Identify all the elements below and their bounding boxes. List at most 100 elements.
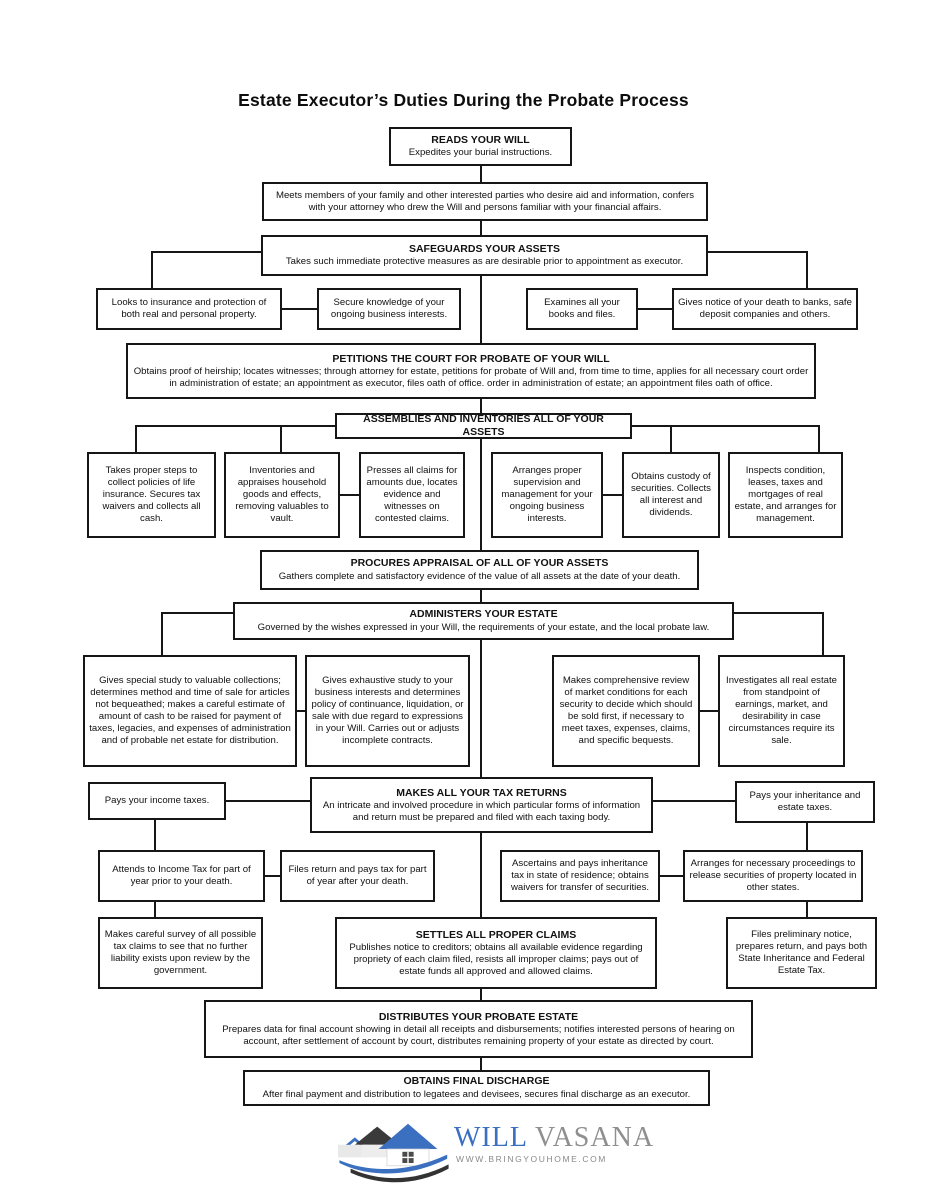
node-death-notice: Gives notice of your death to banks, saf…	[672, 288, 858, 330]
node-body: Arranges proper supervision and manageme…	[501, 465, 593, 524]
connector-line	[154, 820, 156, 850]
node-preliminary-notice: Files preliminary notice, prepares retur…	[726, 917, 877, 989]
connector-line	[480, 399, 482, 413]
node-final-discharge: OBTAINS FINAL DISCHARGE After final paym…	[243, 1070, 710, 1106]
connector-line	[480, 833, 482, 917]
node-body: Gives special study to valuable collecti…	[89, 675, 291, 746]
node-body: Investigates all real estate from standp…	[726, 675, 837, 746]
connector-line	[480, 640, 482, 777]
node-body: Inventories and appraises household good…	[235, 465, 329, 524]
node-body: Expedites your burial instructions.	[408, 147, 553, 159]
node-body: An intricate and involved procedure in w…	[322, 799, 641, 823]
node-body: Obtains proof of heirship; locates witne…	[133, 365, 809, 389]
node-body: Takes such immediate protective measures…	[285, 256, 684, 268]
connector-line	[265, 875, 280, 877]
connector-line	[480, 590, 482, 602]
node-real-estate-inspection: Inspects condition, leases, taxes and mo…	[728, 452, 843, 538]
node-body: Looks to insurance and protection of bot…	[111, 297, 267, 320]
node-safeguards-assets: SAFEGUARDS YOUR ASSETS Takes such immedi…	[261, 235, 708, 276]
connector-line	[480, 1058, 482, 1070]
node-heading: MAKES ALL YOUR TAX RETURNS	[396, 786, 567, 799]
connector-line	[151, 251, 261, 253]
connector-line	[282, 308, 317, 310]
node-body: Gives notice of your death to banks, saf…	[678, 297, 852, 320]
connector-line	[660, 875, 683, 877]
connector-line	[480, 989, 482, 1000]
connector-line	[708, 251, 808, 253]
logo-website: WWW.BRINGYOUHOME.COM	[456, 1154, 607, 1164]
page-title: Estate Executor’s Duties During the Prob…	[238, 90, 689, 110]
connector-line	[480, 221, 482, 235]
node-body: Examines all your books and files.	[544, 297, 620, 320]
node-tax-returns: MAKES ALL YOUR TAX RETURNS An intricate …	[310, 777, 653, 833]
connector-line	[480, 166, 482, 182]
node-real-estate-investigation: Investigates all real estate from standp…	[718, 655, 845, 767]
connector-line	[806, 251, 808, 288]
connector-line	[734, 612, 824, 614]
connector-line	[280, 425, 282, 452]
node-heading: OBTAINS FINAL DISCHARGE	[403, 1075, 550, 1088]
node-body: Files return and pays tax for part of ye…	[288, 864, 427, 887]
connector-line	[822, 612, 824, 655]
node-distributes-estate: DISTRIBUTES YOUR PROBATE ESTATE Prepares…	[204, 1000, 753, 1058]
node-body: Publishes notice to creditors; obtains a…	[349, 941, 643, 977]
node-heading: ADMINISTERS YOUR ESTATE	[409, 608, 558, 621]
node-body: Makes comprehensive review of market con…	[559, 675, 693, 746]
node-body: Inspects condition, leases, taxes and mo…	[734, 465, 837, 524]
node-administers-estate: ADMINISTERS YOUR ESTATE Governed by the …	[233, 602, 734, 640]
node-heading: SAFEGUARDS YOUR ASSETS	[408, 242, 561, 255]
connector-line	[818, 425, 820, 452]
node-body: Gathers complete and satisfactory eviden…	[278, 570, 681, 582]
node-assembles-inventories: ASSEMBLIES AND INVENTORIES ALL OF YOUR A…	[335, 413, 632, 439]
node-body: Pays your income taxes.	[104, 795, 210, 807]
connector-line	[297, 710, 305, 712]
node-securities-custody: Obtains custody of securities. Collects …	[622, 452, 720, 538]
node-release-securities: Arranges for necessary proceedings to re…	[683, 850, 863, 902]
node-procures-appraisal: PROCURES APPRAISAL OF ALL OF YOUR ASSETS…	[260, 550, 699, 590]
node-body: Takes proper steps to collect policies o…	[102, 465, 201, 524]
node-heading: PETITIONS THE COURT FOR PROBATE OF YOUR …	[332, 352, 610, 365]
node-heading: READS YOUR WILL	[431, 133, 530, 146]
node-body: Governed by the wishes expressed in your…	[257, 621, 710, 633]
node-body: Makes careful survey of all possible tax…	[104, 929, 257, 976]
node-body: Gives exhaustive study to your business …	[311, 675, 464, 746]
connector-line	[226, 800, 310, 802]
connector-line	[653, 800, 735, 802]
node-insurance-protection: Looks to insurance and protection of bot…	[96, 288, 282, 330]
node-body: Obtains custody of securities. Collects …	[631, 471, 711, 518]
node-presses-claims: Presses all claims for amounts due, loca…	[359, 452, 465, 538]
node-tax-claims-survey: Makes careful survey of all possible tax…	[98, 917, 263, 989]
node-life-insurance: Takes proper steps to collect policies o…	[87, 452, 216, 538]
node-meets-family: Meets members of your family and other i…	[262, 182, 708, 221]
connector-line	[632, 425, 820, 427]
connector-line	[670, 425, 672, 452]
node-petitions-court: PETITIONS THE COURT FOR PROBATE OF YOUR …	[126, 343, 816, 399]
node-settles-claims: SETTLES ALL PROPER CLAIMS Publishes noti…	[335, 917, 657, 989]
node-body: Secure knowledge of your ongoing busines…	[330, 297, 448, 320]
connector-line	[340, 494, 359, 496]
connector-line	[154, 902, 156, 917]
connector-line	[480, 438, 482, 550]
node-body: Pays your inheritance and estate taxes.	[749, 790, 861, 813]
node-pays-inheritance-taxes: Pays your inheritance and estate taxes.	[735, 781, 875, 823]
node-body: Meets members of your family and other i…	[275, 189, 695, 213]
connector-line	[480, 276, 482, 343]
node-body: Files preliminary notice, prepares retur…	[735, 929, 868, 976]
node-market-review: Makes comprehensive review of market con…	[552, 655, 700, 767]
node-heading: SETTLES ALL PROPER CLAIMS	[415, 928, 577, 941]
node-body: Prepares data for final account showing …	[222, 1023, 735, 1047]
logo-brand-will: WILL	[454, 1122, 528, 1153]
connector-line	[135, 425, 335, 427]
node-business-knowledge: Secure knowledge of your ongoing busines…	[317, 288, 461, 330]
node-heading: PROCURES APPRAISAL OF ALL OF YOUR ASSETS	[350, 557, 609, 570]
connector-line	[161, 612, 163, 655]
node-business-study: Gives exhaustive study to your business …	[305, 655, 470, 767]
connector-line	[638, 308, 672, 310]
connector-line	[603, 494, 622, 496]
node-heading: DISTRIBUTES YOUR PROBATE ESTATE	[378, 1010, 579, 1023]
node-household-goods: Inventories and appraises household good…	[224, 452, 340, 538]
